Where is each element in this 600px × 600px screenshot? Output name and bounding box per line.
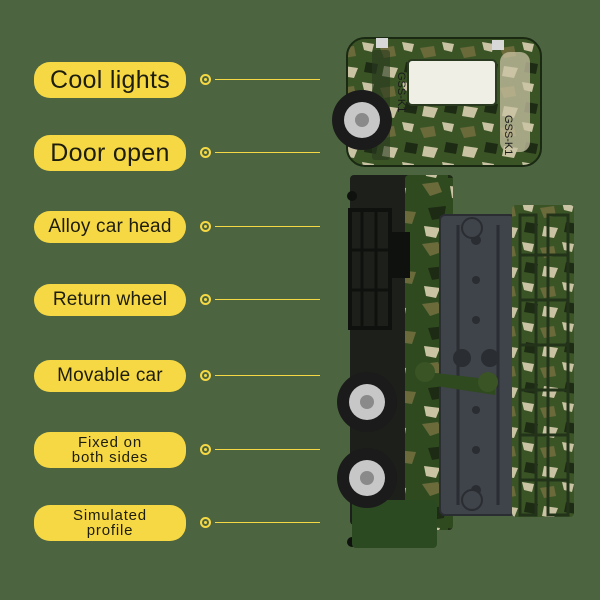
cab-marking-text: GSS-K1 [395, 72, 407, 112]
callout-leader-line [215, 449, 320, 450]
callout-dot-icon [200, 147, 211, 158]
callout-dot-icon [200, 370, 211, 381]
callout-dot-icon [200, 444, 211, 455]
callout-leader-line [215, 375, 320, 376]
cab-window [407, 59, 497, 106]
ladder-assembly [410, 214, 516, 516]
rear-wheel [337, 448, 397, 508]
middle-wheel [337, 372, 397, 432]
feature-label: Alloy car head [34, 211, 186, 243]
cab-marking-text: GSS-K1 [502, 115, 514, 155]
feature-label-text: Movable car [57, 365, 163, 386]
feature-label: Cool lights [34, 62, 186, 98]
feature-callout-alloy-car-head: Alloy car head [0, 207, 330, 247]
callout-leader-line [215, 226, 320, 227]
feature-label: Fixed on both sides [34, 432, 186, 468]
feature-label-line: profile [86, 522, 134, 539]
feature-label: Door open [34, 135, 186, 171]
feature-label: Simulated profile [34, 505, 186, 541]
feature-label-text: Alloy car head [48, 216, 172, 237]
callout-dot-icon [200, 221, 211, 232]
callout-leader-line [215, 522, 320, 523]
front-wheel [332, 90, 392, 150]
feature-label-text: Return wheel [52, 289, 168, 310]
feature-callout-fixed-both-sides: Fixed on both sides [0, 430, 330, 470]
feature-label-text: Cool lights [49, 65, 171, 94]
callout-dot-icon [200, 74, 211, 85]
feature-label: Return wheel [34, 284, 186, 316]
headlight-icon [492, 40, 504, 50]
callout-leader-line [215, 79, 320, 80]
callout-leader-line [215, 299, 320, 300]
outrigger-rail [512, 205, 574, 517]
feature-callout-simulated-profile: Simulated profile [0, 503, 330, 543]
feature-label-line: both sides [71, 449, 149, 466]
feature-label-line: Simulated [73, 507, 147, 524]
rear-bumper [352, 500, 437, 548]
feature-label-line: Fixed on [78, 434, 142, 451]
feature-callout-return-wheel: Return wheel [0, 280, 330, 320]
feature-label: Movable car [34, 360, 186, 392]
feature-callout-movable-car: Movable car [0, 356, 330, 396]
feature-label-text: Door open [50, 138, 170, 167]
callout-leader-line [215, 152, 320, 153]
callout-dot-icon [200, 294, 211, 305]
feature-callout-cool-lights: Cool lights [0, 60, 330, 100]
feature-callout-door-open: Door open [0, 133, 330, 173]
side-guard [347, 191, 410, 547]
headlight-icon [376, 38, 388, 48]
callout-dot-icon [200, 517, 211, 528]
